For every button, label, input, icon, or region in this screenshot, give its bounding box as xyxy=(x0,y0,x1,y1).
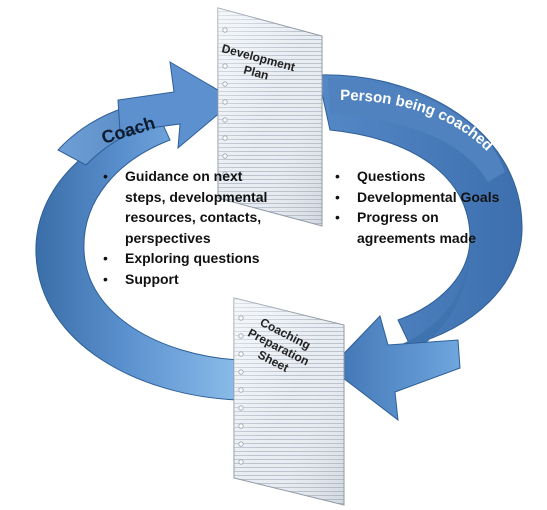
coachee-contributions-list: Questions Developmental Goals Progress o… xyxy=(333,166,513,248)
list-item: Developmental Goals xyxy=(333,187,513,208)
coachee-band-face xyxy=(328,78,505,182)
list-item: Guidance on next steps, developmental re… xyxy=(101,166,281,248)
coaching-preparation-sheet-document: Coaching Preparation Sheet xyxy=(233,297,345,506)
list-item: Support xyxy=(101,269,281,290)
list-item: Progress on agreements made xyxy=(333,207,513,248)
development-plan-line-2: Plan xyxy=(242,63,270,83)
coach-contributions-list: Guidance on next steps, developmental re… xyxy=(101,166,281,289)
list-item: Questions xyxy=(333,166,513,187)
binder-holes-2 xyxy=(238,315,244,465)
list-item: Exploring questions xyxy=(101,248,281,269)
